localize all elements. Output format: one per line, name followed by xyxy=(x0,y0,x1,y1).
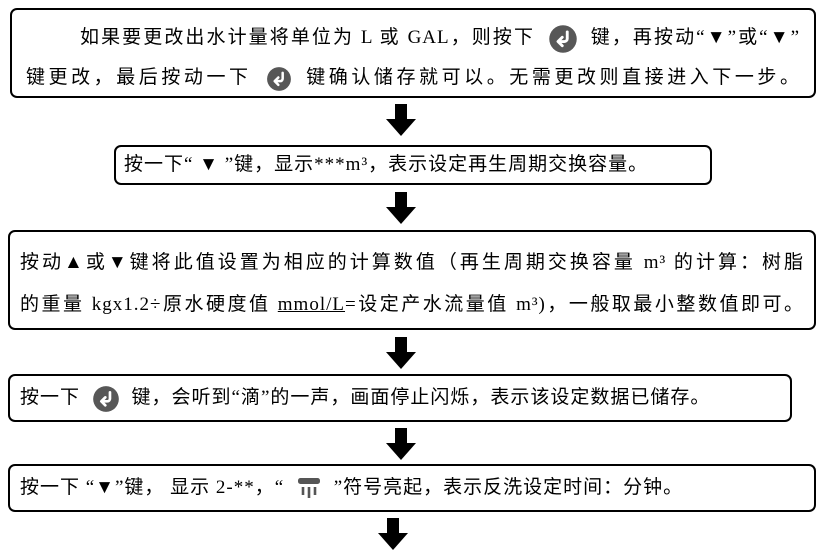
return-confirm-key-icon xyxy=(548,24,578,54)
backwash-shower-icon xyxy=(294,477,324,501)
return-confirm-key-icon xyxy=(266,66,292,92)
box2-text: 按一下“ ▼ ”键，显示***m³，表示设定再生周期交换容量。 xyxy=(124,154,649,175)
box3-line2-underlined: mmol/L xyxy=(277,294,346,315)
step-box-capacity-display: 按一下“ ▼ ”键，显示***m³，表示设定再生周期交换容量。 xyxy=(114,145,712,185)
box3-line2-text1: 的重量 kgx1.2÷原水硬度值 xyxy=(20,294,278,315)
box4-text1: 按一下 xyxy=(20,387,81,408)
down-arrow-1 xyxy=(386,104,416,136)
box1-line1: 如果要更改出水计量将单位为 L 或 GAL，则按下 键，再按动“▼”或“▼” xyxy=(26,18,800,58)
box1-line2-text2: 键确认储存就可以。无需更改则直接进入下一步。 xyxy=(306,67,800,88)
box3-line2: 的重量 kgx1.2÷原水硬度值 mmol/L=设定产水流量值 m³)，一般取最… xyxy=(20,284,804,326)
down-arrow-3 xyxy=(386,337,416,369)
box5-text2: ”符号亮起，表示反洗设定时间：分钟。 xyxy=(333,477,684,498)
down-arrow-4 xyxy=(386,428,416,460)
return-confirm-key-icon xyxy=(92,385,120,413)
box3-line2-text2: =设定产水流量值 m³)，一般取最小整数值即可。 xyxy=(345,294,804,315)
box3-line1: 按动▲或▼键将此值设置为相应的计算数值（再生周期交换容量 m³ 的计算：树脂 xyxy=(20,252,804,273)
box1-line1-text2: 键，再按动“▼”或“▼” xyxy=(590,27,801,48)
box1-line2-text1: 键更改，最后按动一下 xyxy=(26,67,252,88)
box4-text2: 键，会听到“滴”的一声，画面停止闪烁，表示该设定数据已储存。 xyxy=(131,387,711,408)
box1-line2: 键更改，最后按动一下 键确认储存就可以。无需更改则直接进入下一步。 xyxy=(26,58,800,98)
box1-line1-text1: 如果要更改出水计量将单位为 L 或 GAL，则按下 xyxy=(80,27,536,48)
step-box-backwash-time: 按一下 “▼”键， 显示 2-**，“ ”符号亮起，表示反洗设定时间：分钟。 xyxy=(8,464,816,512)
box5-text1: 按一下 “▼”键， 显示 2-**，“ xyxy=(20,477,285,498)
step-box-confirm-save: 按一下 键，会听到“滴”的一声，画面停止闪烁，表示该设定数据已储存。 xyxy=(8,374,792,422)
step-box-capacity-calculation: 按动▲或▼键将此值设置为相应的计算数值（再生周期交换容量 m³ 的计算：树脂 的… xyxy=(8,230,816,330)
down-arrow-5 xyxy=(378,518,408,550)
step-box-change-unit: 如果要更改出水计量将单位为 L 或 GAL，则按下 键，再按动“▼”或“▼” 键… xyxy=(10,8,816,98)
down-arrow-2 xyxy=(386,192,416,224)
